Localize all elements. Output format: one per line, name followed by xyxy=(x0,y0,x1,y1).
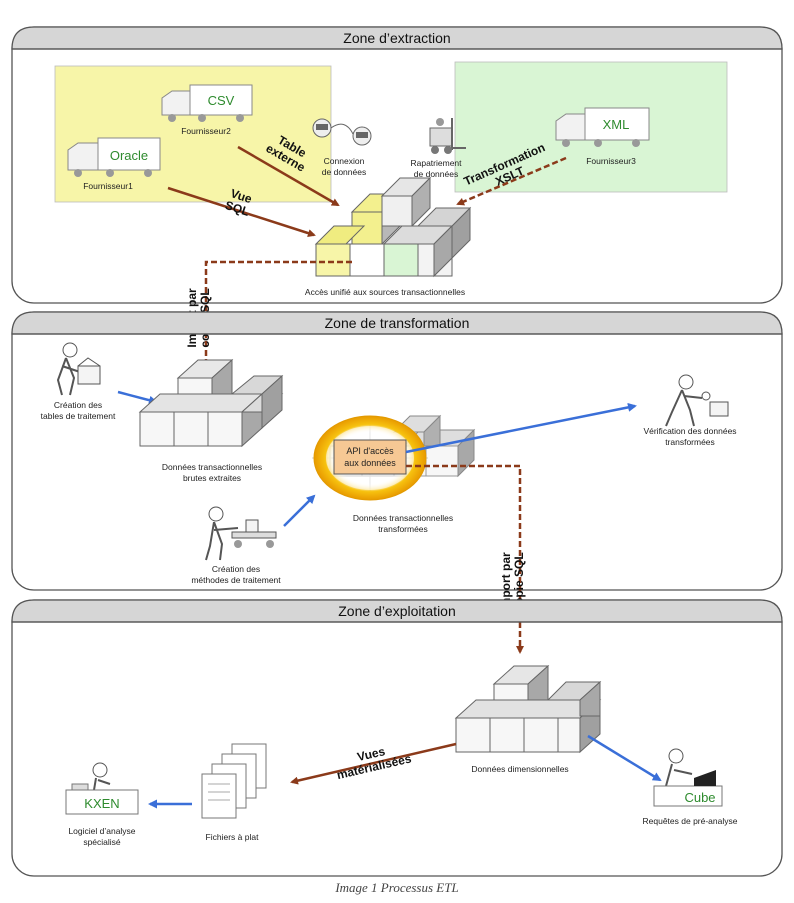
zone-extraction-title: Zone d’extraction xyxy=(343,30,450,46)
kxen-desc-1: Logiciel d’analyse xyxy=(68,826,135,836)
person-desk-icon xyxy=(653,748,723,807)
arrow-import-copy-2 xyxy=(406,464,524,654)
kxen-desc-2: spécialisé xyxy=(83,837,121,847)
raw-data-cubes xyxy=(138,358,284,448)
import2-label-2: copie SQL xyxy=(512,552,526,611)
zone-transformation: Zone de transformation Création des tabl… xyxy=(11,311,783,654)
arrow-blue-methods xyxy=(283,494,316,527)
arrow-table-externe xyxy=(237,145,340,207)
person-box-icon xyxy=(56,342,101,396)
api-box xyxy=(333,439,407,475)
supplier3-label: Fournisseur3 xyxy=(586,156,636,166)
views-label-1: Vues xyxy=(356,744,387,764)
truck-oracle-label: Oracle xyxy=(110,148,148,163)
creation-tables-label-2: tables de traitement xyxy=(41,411,116,421)
transformed-label-1: Données transactionnelles xyxy=(353,513,453,523)
unified-access-cubes xyxy=(314,176,472,278)
dimensional-label: Données dimensionnelles xyxy=(471,764,568,774)
dimensional-data-cubes xyxy=(454,664,602,754)
creation-tables-label-1: Création des xyxy=(54,400,102,410)
truck-csv-label: CSV xyxy=(208,93,235,108)
arrow-vue-sql xyxy=(167,186,316,237)
raw-data-label-2: brutes extraites xyxy=(183,473,241,483)
truck-xml-icon xyxy=(555,107,650,147)
arrow-vue-label-1: Vue xyxy=(229,186,254,206)
arrow-transformation-xslt xyxy=(456,156,567,206)
connexion-label-1: Connexion xyxy=(324,156,365,166)
rapatriement-label-2: de données xyxy=(414,169,458,179)
zone-transformation-title: Zone de transformation xyxy=(325,315,470,331)
verification-label-2: transformées xyxy=(665,437,715,447)
transformed-label-2: transformées xyxy=(378,524,428,534)
person-kxen-icon xyxy=(65,762,139,815)
person-conveyor-icon xyxy=(205,506,277,561)
flat-files-label: Fichiers à plat xyxy=(206,832,260,842)
cube-query-label: Requêtes de pré-analyse xyxy=(643,816,738,826)
api-label-2: aux données xyxy=(344,458,396,468)
methods-label-2: méthodes de traitement xyxy=(191,575,281,585)
zone-exploitation: Zone d’exploitation Données dimensionnel… xyxy=(11,599,783,877)
arrow-import-copy-1 xyxy=(202,260,352,368)
cube-label: Cube xyxy=(684,790,715,805)
connexion-label-2: de données xyxy=(322,167,366,177)
rapatriement-label-1: Rapatriement xyxy=(410,158,462,168)
arrow-blue-cube xyxy=(587,734,662,782)
figure-caption: Image 1 Processus ETL xyxy=(335,880,459,895)
import2-label-1: Import par xyxy=(499,552,513,612)
connexion-icon xyxy=(312,118,372,146)
flat-files-icon xyxy=(201,743,267,819)
api-label-1: API d'accès xyxy=(346,446,394,456)
unified-access-label: Accès unifié aux sources transactionnell… xyxy=(305,287,465,297)
kxen-label: KXEN xyxy=(84,796,119,811)
raw-data-label-1: Données transactionnelles xyxy=(162,462,262,472)
etl-diagram: Zone d’extraction Oracle Fournisseur1 CS… xyxy=(11,26,783,877)
truck-csv-icon xyxy=(161,84,253,122)
arrow-blue-verification xyxy=(405,402,637,454)
person-inspect-icon xyxy=(665,374,729,427)
truck-xml-label: XML xyxy=(603,117,630,132)
arrow-blue-tables xyxy=(117,390,158,405)
supplier2-label: Fournisseur2 xyxy=(181,126,231,136)
methods-label-1: Création des xyxy=(212,564,260,574)
zone-exploitation-title: Zone d’exploitation xyxy=(338,603,456,619)
zone-extraction: Zone d’extraction Oracle Fournisseur1 CS… xyxy=(11,26,783,304)
arrow-materialized-views xyxy=(290,742,457,785)
forklift-icon xyxy=(429,118,466,154)
supplier1-label: Fournisseur1 xyxy=(83,181,133,191)
verification-label-1: Vérification des données xyxy=(643,426,736,436)
truck-oracle-icon xyxy=(67,137,161,177)
